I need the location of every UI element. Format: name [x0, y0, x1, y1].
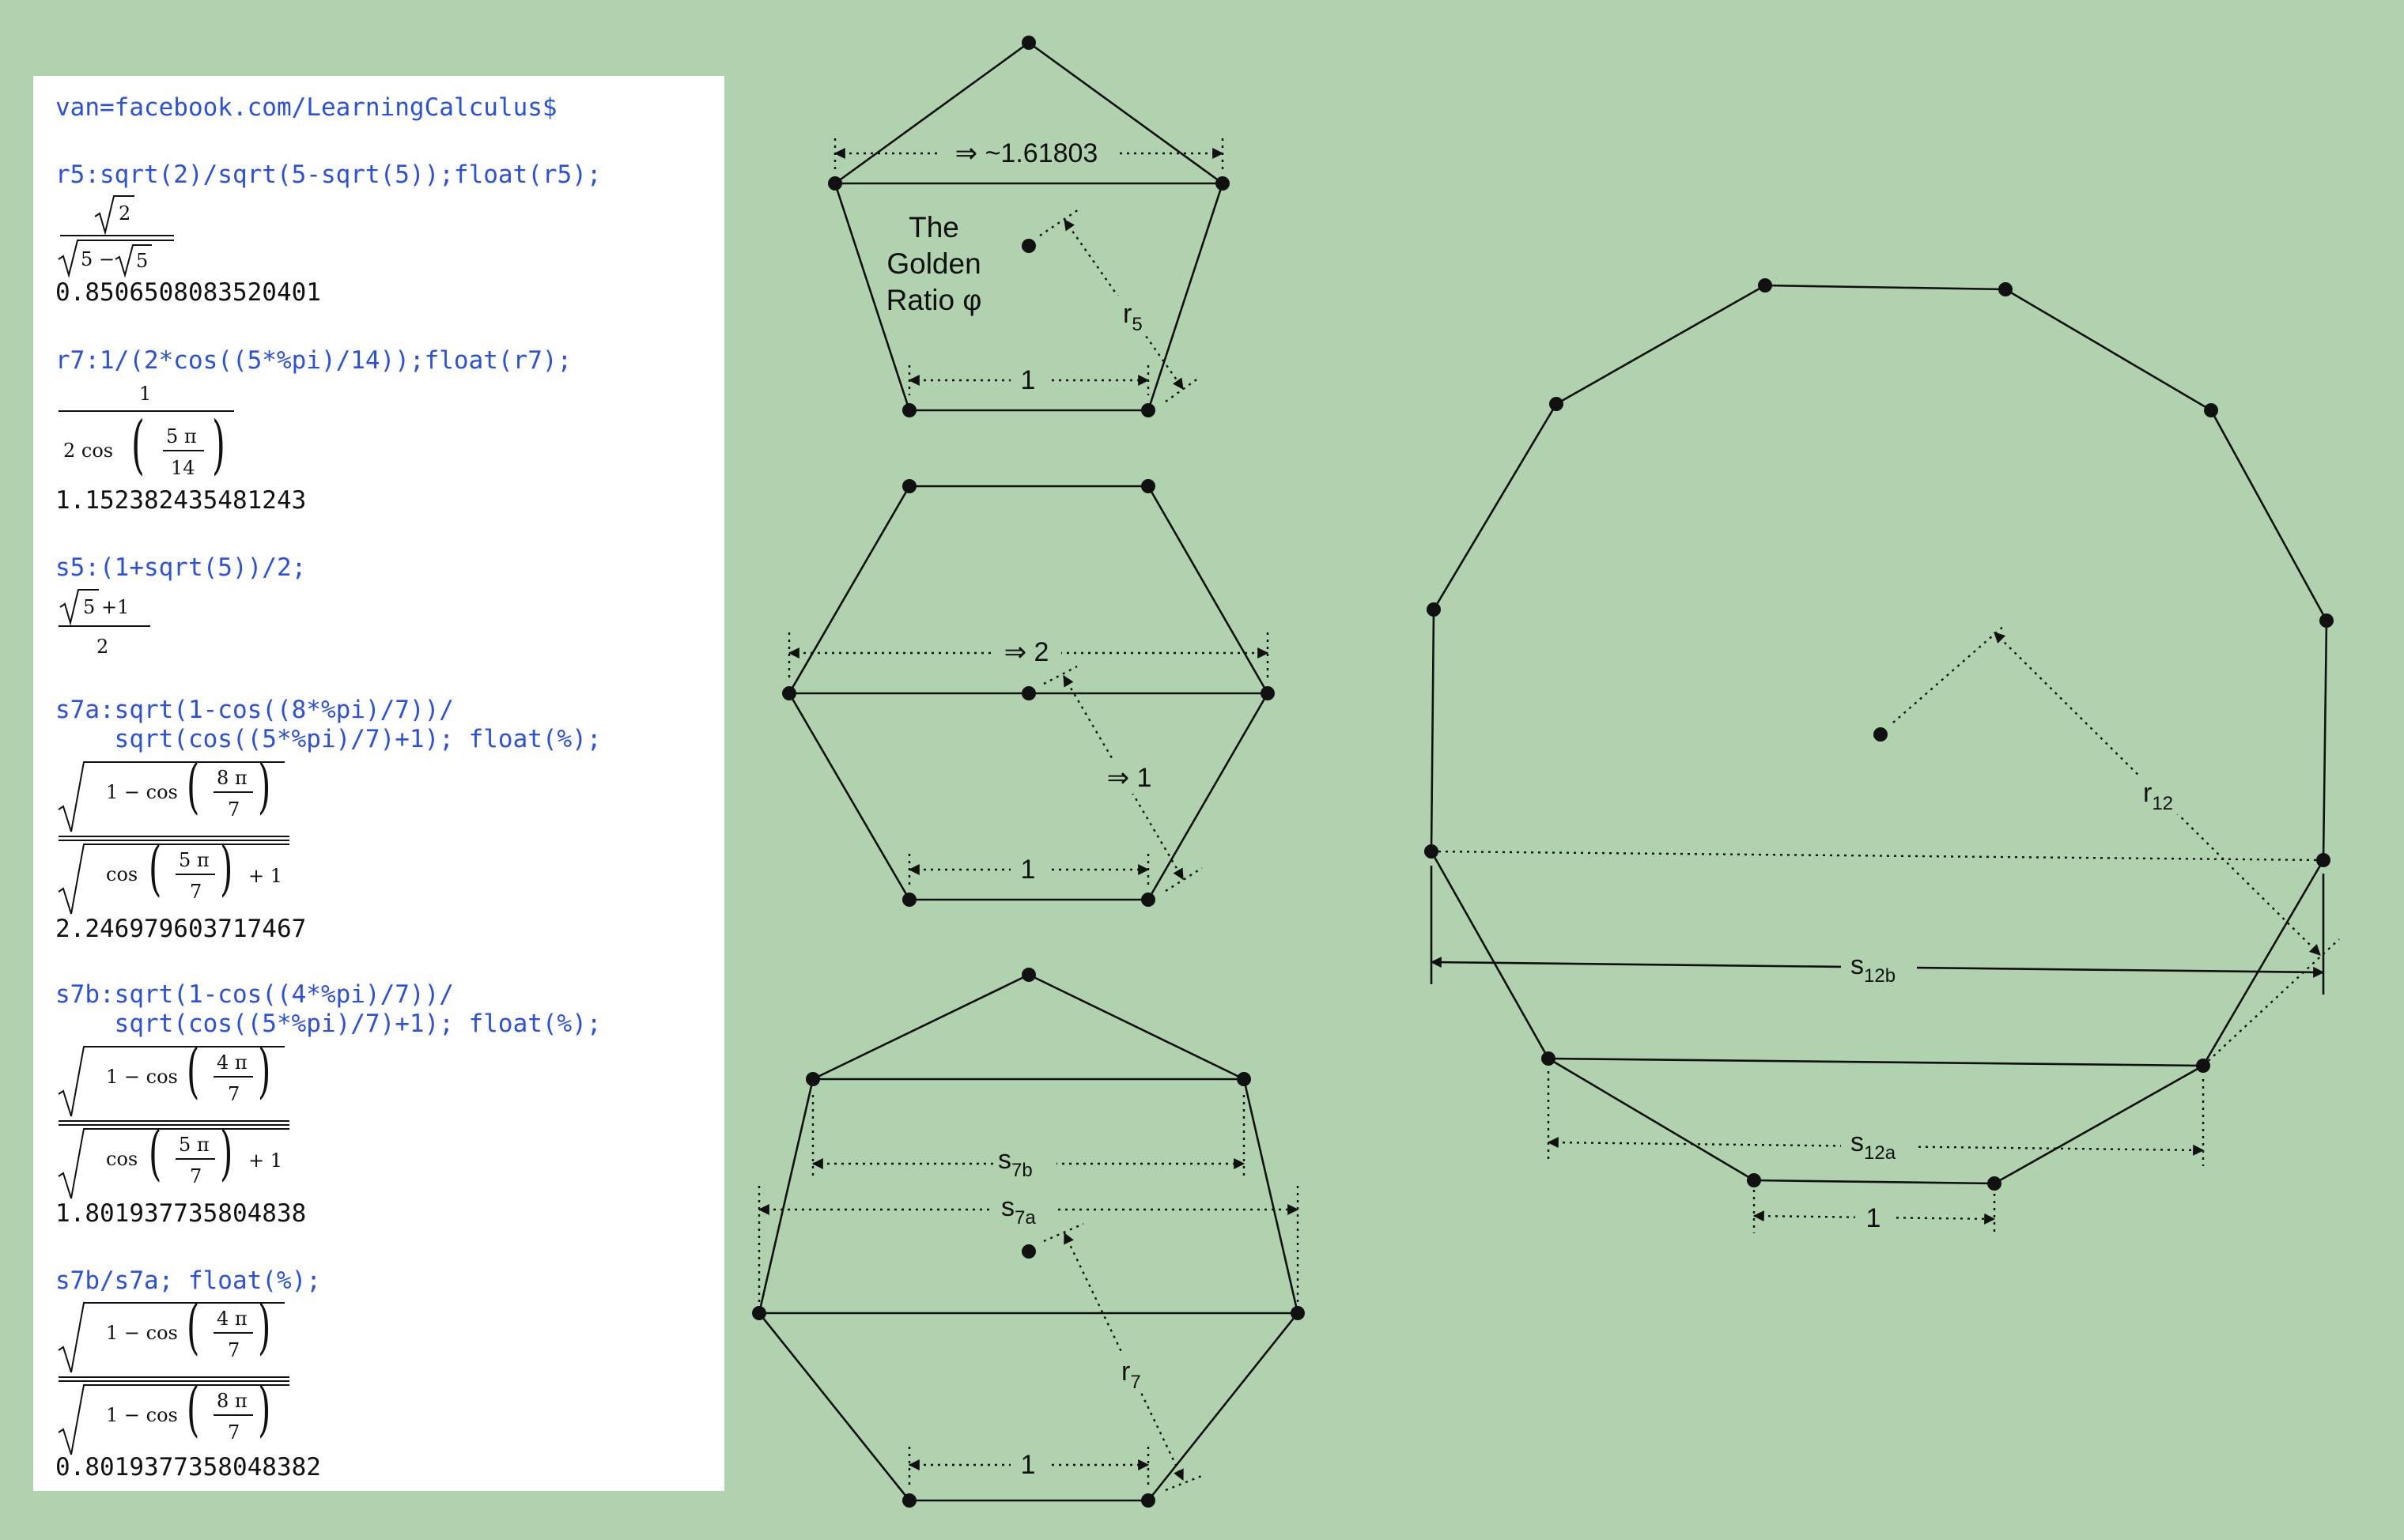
dodecagon-vertices [1424, 278, 2334, 1191]
dodecagon-short-diagonal-label: s12a [1850, 1127, 1896, 1164]
svg-text:): ) [258, 1293, 270, 1361]
r7-result: 1.152382435481243 [55, 486, 307, 515]
svg-text:7: 7 [190, 881, 202, 903]
golden-ratio-title-2: Golden [886, 247, 981, 280]
svg-text:(: ( [131, 409, 145, 482]
dodecagon-side-label: 1 [1866, 1203, 1881, 1233]
pentagon-side-label: 1 [1021, 365, 1036, 395]
maxima-session-panel [33, 76, 724, 1491]
svg-text:+ 1: + 1 [248, 865, 282, 887]
heptagon-figure: s7b s7a r7 1 [752, 968, 1305, 1508]
dodecagon-side-dimension [1752, 1210, 1996, 1225]
s7a-input-line-1: s7a:sqrt(1-cos((8*%pi)/7))/ [55, 696, 454, 724]
svg-text:5 π: 5 π [179, 1134, 210, 1156]
s7a-result: 2.246979603717467 [55, 915, 307, 943]
svg-text:): ) [258, 753, 270, 821]
svg-text:): ) [258, 1376, 270, 1444]
svg-text:5: 5 [136, 250, 148, 272]
r5-result: 0.8506508083520401 [55, 278, 321, 307]
svg-text:+ 1: + 1 [248, 1149, 282, 1172]
svg-text:): ) [212, 409, 225, 482]
svg-text:1 − cos: 1 − cos [106, 1066, 178, 1088]
ratio-result: 0.8019377358048382 [55, 1453, 321, 1481]
r7-output-formula: 1 2 cos ( 5 π 14 ) [55, 378, 261, 485]
svg-text:(: ( [187, 1293, 199, 1361]
heptagon-outline [758, 973, 1299, 1502]
dodecagon-long-diagonal-label: s12b [1850, 950, 1896, 987]
ratio-input-line: s7b/s7a; float(%); [55, 1266, 321, 1295]
svg-text:7: 7 [228, 1339, 240, 1361]
s7b-input-line-2: sqrt(cos((5*%pi)/7)+1); float(%); [55, 1010, 602, 1038]
svg-text:7: 7 [228, 1421, 240, 1444]
heptagon-vertices [752, 968, 1305, 1508]
svg-text:(: ( [149, 1119, 161, 1187]
pentagon-outline [833, 41, 1224, 412]
svg-text:): ) [220, 1119, 232, 1187]
svg-text:(: ( [187, 1376, 199, 1444]
s7b-output-formula: 1 − cos ( 4 π 7 ) cos ( 5 π 7 ) + 1 [55, 1037, 308, 1202]
pentagon-figure: ⇒ ~1.61803 The Golden Ratio φ r5 1 [828, 36, 1230, 417]
svg-text:): ) [220, 835, 232, 903]
van-input-line: van=facebook.com/LearningCalculus$ [55, 93, 558, 122]
pentagon-radius-dimension [1064, 219, 1184, 390]
r5-input-line: r5:sqrt(2)/sqrt(5-sqrt(5));float(r5); [55, 160, 602, 189]
svg-text:4 π: 4 π [217, 1308, 248, 1330]
svg-text:2: 2 [119, 202, 130, 225]
pentagon-radius-label: r5 [1123, 299, 1143, 335]
hexagon-diagonal-label: ⇒ 2 [1004, 637, 1049, 667]
s7a-input-line-2: sqrt(cos((5*%pi)/7)+1); float(%); [55, 725, 602, 753]
svg-text:5 π: 5 π [166, 425, 197, 447]
svg-text:+1: +1 [101, 596, 129, 618]
svg-text:7: 7 [228, 1083, 240, 1105]
svg-text:1 − cos: 1 − cos [106, 1404, 178, 1426]
svg-text:7: 7 [190, 1165, 202, 1187]
svg-text:14: 14 [171, 457, 195, 479]
svg-text:5: 5 [81, 248, 93, 270]
svg-text:2 cos: 2 cos [63, 440, 113, 462]
svg-text:4 π: 4 π [217, 1051, 248, 1074]
dodecagon-short-diagonal [1548, 1057, 2204, 1067]
svg-text:1: 1 [139, 383, 151, 405]
dodecagon-radius-label: r12 [2143, 778, 2173, 814]
svg-text:2: 2 [96, 636, 108, 658]
svg-text:5 π: 5 π [179, 849, 210, 871]
svg-text:(: ( [187, 753, 199, 821]
svg-text:8 π: 8 π [217, 1390, 248, 1412]
svg-text:7: 7 [228, 798, 240, 821]
golden-ratio-title-1: The [909, 211, 959, 243]
ratio-output-formula: 1 − cos ( 4 π 7 ) 1 − cos ( 8 π 7 ) [55, 1293, 308, 1458]
hexagon-radius-label: ⇒ 1 [1107, 763, 1152, 793]
svg-text:cos: cos [106, 1148, 138, 1170]
r7-input-line: r7:1/(2*cos((5*%pi)/14));float(r7); [55, 346, 573, 375]
s7b-result: 1.801937735804838 [55, 1199, 307, 1228]
heptagon-radius-label: r7 [1121, 1357, 1141, 1393]
pentagon-diagonal-label: ⇒ ~1.61803 [955, 138, 1098, 168]
heptagon-long-diagonal-label: s7a [1001, 1192, 1036, 1229]
hexagon-side-label: 1 [1021, 855, 1036, 885]
s7b-input-line-1: s7b:sqrt(1-cos((4*%pi)/7))/ [55, 980, 454, 1009]
svg-text:(: ( [187, 1037, 199, 1105]
s7a-output-formula: 1 − cos ( 8 π 7 ) cos ( 5 π 7 ) + 1 [55, 753, 308, 917]
golden-ratio-title-3: Ratio φ [886, 284, 982, 316]
s5-output-formula: 5 +1 2 [55, 587, 182, 658]
r5-output-formula: 2 5 − 5 [55, 193, 214, 278]
svg-text:8 π: 8 π [217, 767, 248, 789]
heptagon-side-label: 1 [1021, 1450, 1036, 1480]
hexagon-figure: ⇒ 2 ⇒ 1 1 [782, 479, 1275, 907]
svg-text:cos: cos [106, 863, 138, 885]
svg-text:(: ( [149, 835, 161, 903]
svg-text:5: 5 [83, 596, 95, 618]
dodecagon-figure: r12 s12b s12a 1 [1424, 278, 2340, 1235]
s5-input-line: s5:(1+sqrt(5))/2; [55, 553, 307, 582]
svg-text:−: − [99, 248, 115, 270]
hexagon-vertices [782, 479, 1275, 907]
svg-text:1 − cos: 1 − cos [106, 1322, 178, 1344]
heptagon-short-diagonal-label: s7b [998, 1145, 1033, 1181]
svg-text:): ) [258, 1037, 270, 1105]
pentagon-vertices [828, 36, 1230, 417]
svg-text:1 − cos: 1 − cos [106, 781, 178, 803]
